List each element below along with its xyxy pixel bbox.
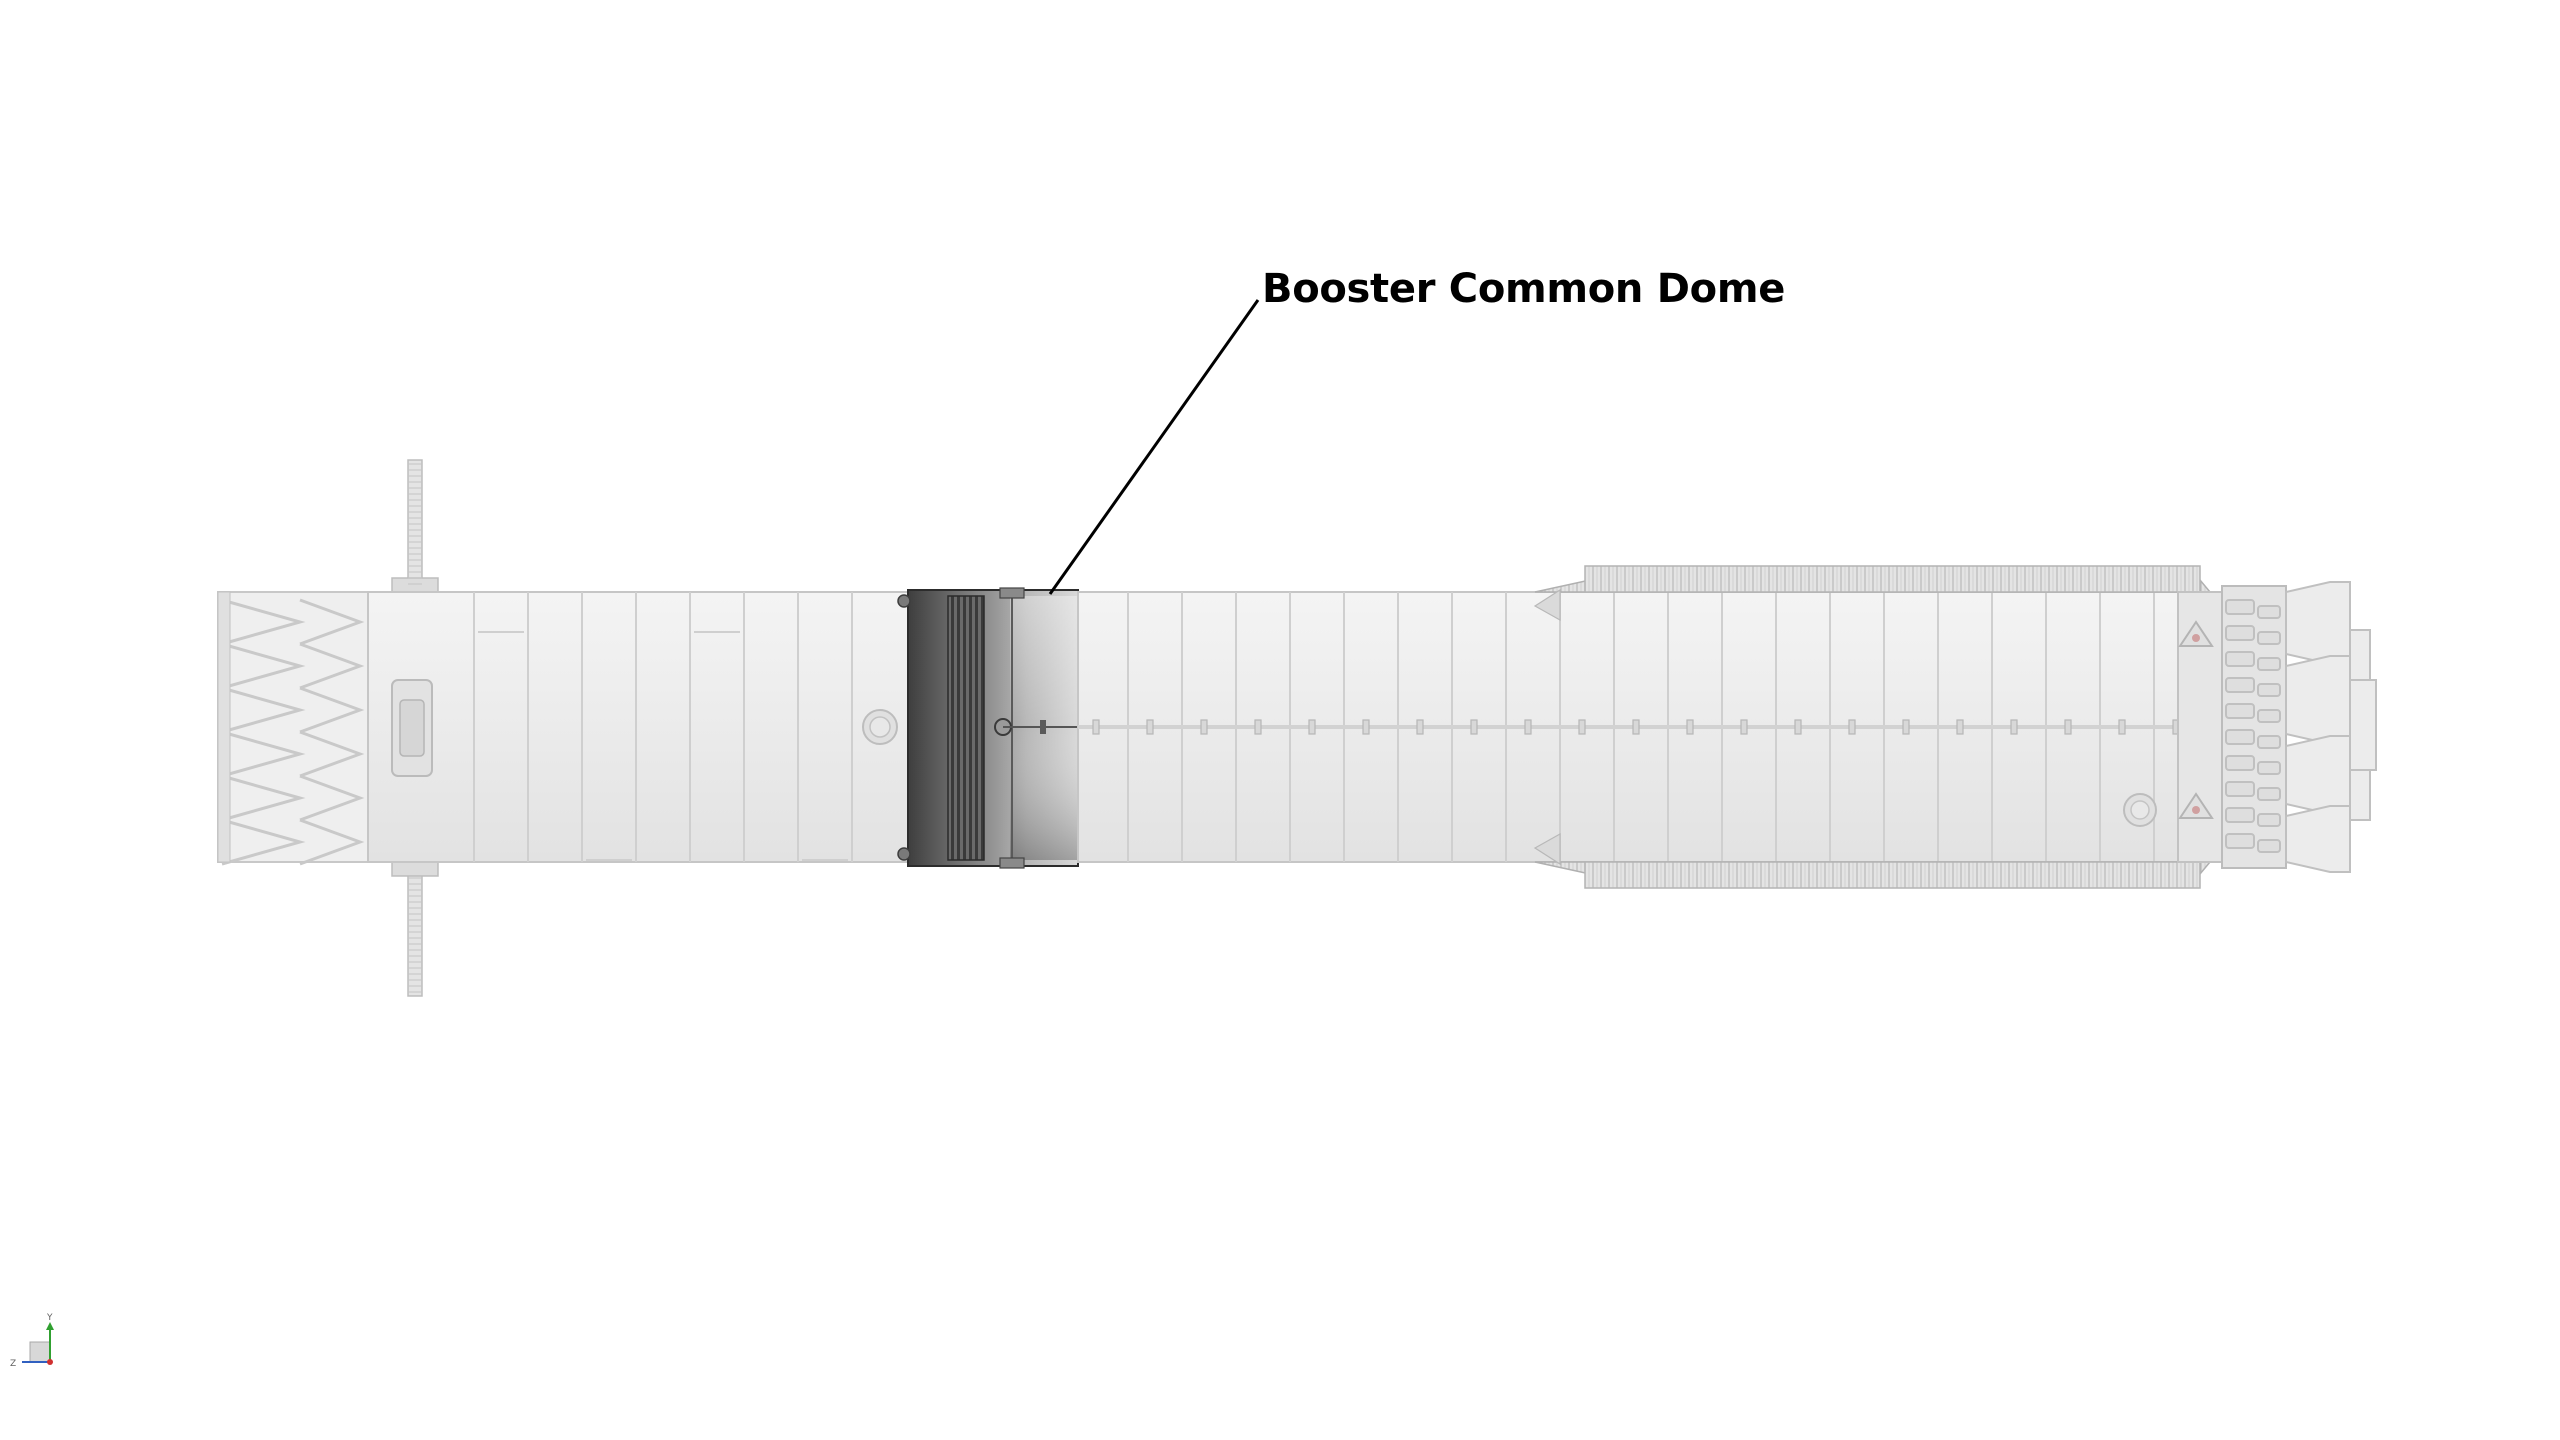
callout-leader-line [1048,299,1260,595]
axis-triad-icon [22,1322,54,1365]
lox-tank-section [367,591,909,863]
callout-label: Booster Common Dome [1262,266,1786,312]
hot-stage-ring [217,591,369,866]
grid-fins [391,459,439,997]
axis-triad-z-label: Z [10,1359,16,1369]
engine-section [2123,581,2377,873]
aft-skirt-stringers [1533,565,2212,889]
common-dome-highlight [897,587,1079,869]
axis-triad-y-label: Y [46,1313,53,1323]
methane-tank-section [1077,591,2200,863]
